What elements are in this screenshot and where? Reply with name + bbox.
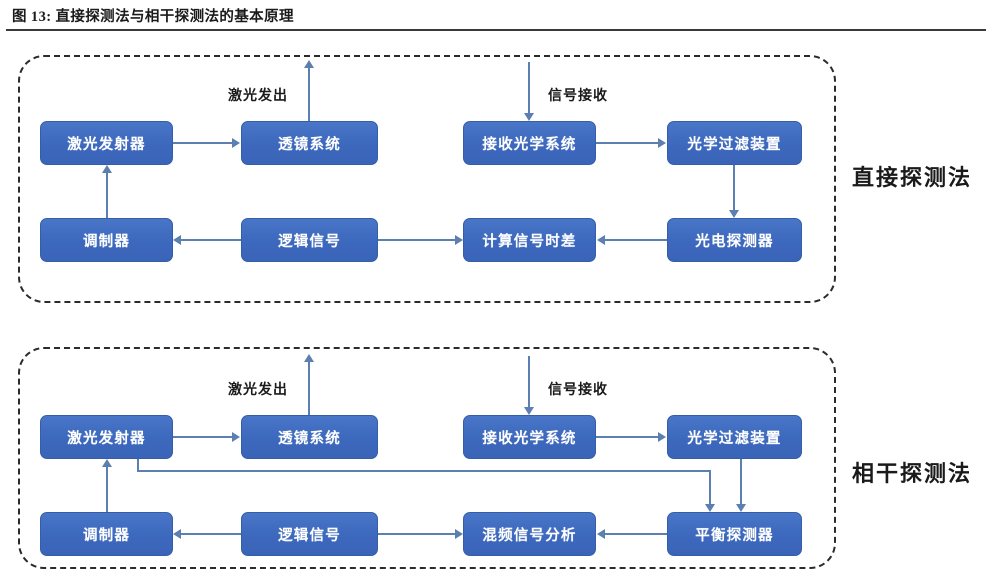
panel-caption-direct-detection: 直接探测法 xyxy=(852,165,973,190)
arrowhead-receive-optics-to-filter-coherent xyxy=(658,432,666,442)
arrowhead-balanced-to-mixing-coherent xyxy=(597,529,605,539)
node-receive-optics-direct[interactable]: 接收光学系统 xyxy=(463,121,596,165)
connector-photodetector-to-timediff-direct xyxy=(605,239,667,241)
connector-receive-optics-to-filter-direct xyxy=(596,142,658,144)
edge-label-signal-receive-direct: 信号接收 xyxy=(548,89,608,104)
node-balanced-detector-coherent[interactable]: 平衡探测器 xyxy=(667,512,802,556)
node-photo-detector-direct[interactable]: 光电探测器 xyxy=(667,218,802,262)
arrowhead-emitter-to-lens-coherent xyxy=(232,432,240,442)
arrowhead-filter-to-balanced-detector-coherent xyxy=(736,504,746,512)
connector-modulator-to-emitter-direct xyxy=(106,173,108,218)
title-divider xyxy=(6,29,986,31)
edge-label-signal-receive-coherent: 信号接收 xyxy=(548,383,608,398)
connector-lens-to-output-direct xyxy=(308,68,310,121)
arrowhead-logic-to-timediff-direct xyxy=(455,235,463,245)
arrowhead-signal-to-receive-optics-coherent xyxy=(524,407,534,415)
edge-label-laser-output-direct: 激光发出 xyxy=(228,89,288,104)
arrowhead-modulator-to-emitter-direct xyxy=(102,165,112,173)
connector-modulator-to-emitter-coherent xyxy=(106,467,108,512)
node-modulator-direct[interactable]: 调制器 xyxy=(40,218,173,262)
connector-filter-to-photodetector-direct xyxy=(733,165,735,210)
arrowhead-photodetector-to-timediff-direct xyxy=(597,235,605,245)
page-title: 图 13: 直接探测法与相干探测法的基本原理 xyxy=(12,9,294,25)
panel-direct-detection xyxy=(18,55,836,303)
connector-filter-to-balanced-detector-coherent xyxy=(740,459,742,504)
node-mixing-analysis-coherent[interactable]: 混频信号分析 xyxy=(463,512,596,556)
connector-signal-to-receive-optics-coherent xyxy=(528,356,530,407)
arrowhead-logic-to-modulator-coherent xyxy=(173,529,181,539)
edge-label-laser-output-coherent: 激光发出 xyxy=(228,383,288,398)
connector-lens-to-output-coherent xyxy=(308,362,310,415)
node-lens-system-direct[interactable]: 透镜系统 xyxy=(241,121,378,165)
title-bar: 图 13: 直接探测法与相干探测法的基本原理 xyxy=(0,0,992,31)
node-logic-signal-direct[interactable]: 逻辑信号 xyxy=(241,218,378,262)
connector-lo-horizontal-coherent xyxy=(137,470,711,472)
node-lens-system-coherent[interactable]: 透镜系统 xyxy=(241,415,378,459)
node-logic-signal-coherent[interactable]: 逻辑信号 xyxy=(241,512,378,556)
connector-logic-to-mixing-coherent xyxy=(378,533,455,535)
node-time-difference-direct[interactable]: 计算信号时差 xyxy=(463,218,596,262)
arrowhead-modulator-to-emitter-coherent xyxy=(102,459,112,467)
node-modulator-coherent[interactable]: 调制器 xyxy=(40,512,173,556)
node-receive-optics-coherent[interactable]: 接收光学系统 xyxy=(463,415,596,459)
connector-logic-to-timediff-direct xyxy=(378,239,455,241)
arrowhead-emitter-to-lens-direct xyxy=(232,138,240,148)
node-optical-filter-direct[interactable]: 光学过滤装置 xyxy=(667,121,802,165)
connector-logic-to-modulator-direct xyxy=(181,239,241,241)
arrowhead-logic-to-modulator-direct xyxy=(173,235,181,245)
connector-emitter-to-lens-direct xyxy=(173,142,232,144)
arrowhead-lo-into-balanced-detector-coherent xyxy=(705,504,715,512)
connector-lo-emitter-drop-coherent xyxy=(137,459,139,471)
connector-signal-to-receive-optics-direct xyxy=(528,62,530,113)
panel-caption-coherent-detection: 相干探测法 xyxy=(852,461,973,486)
node-optical-filter-coherent[interactable]: 光学过滤装置 xyxy=(667,415,802,459)
arrowhead-signal-to-receive-optics-direct xyxy=(524,113,534,121)
panel-coherent-detection xyxy=(18,347,836,569)
arrowhead-lens-to-output-direct xyxy=(304,60,314,68)
connector-lo-into-balanced-detector-coherent xyxy=(709,470,711,504)
arrowhead-logic-to-mixing-coherent xyxy=(455,529,463,539)
connector-logic-to-modulator-coherent xyxy=(181,533,241,535)
connector-receive-optics-to-filter-coherent xyxy=(596,436,658,438)
arrowhead-lens-to-output-coherent xyxy=(304,354,314,362)
connector-balanced-to-mixing-coherent xyxy=(605,533,667,535)
connector-emitter-to-lens-coherent xyxy=(173,436,232,438)
node-laser-emitter-coherent[interactable]: 激光发射器 xyxy=(40,415,173,459)
arrowhead-receive-optics-to-filter-direct xyxy=(658,138,666,148)
node-laser-emitter-direct[interactable]: 激光发射器 xyxy=(40,121,173,165)
arrowhead-filter-to-photodetector-direct xyxy=(729,210,739,218)
